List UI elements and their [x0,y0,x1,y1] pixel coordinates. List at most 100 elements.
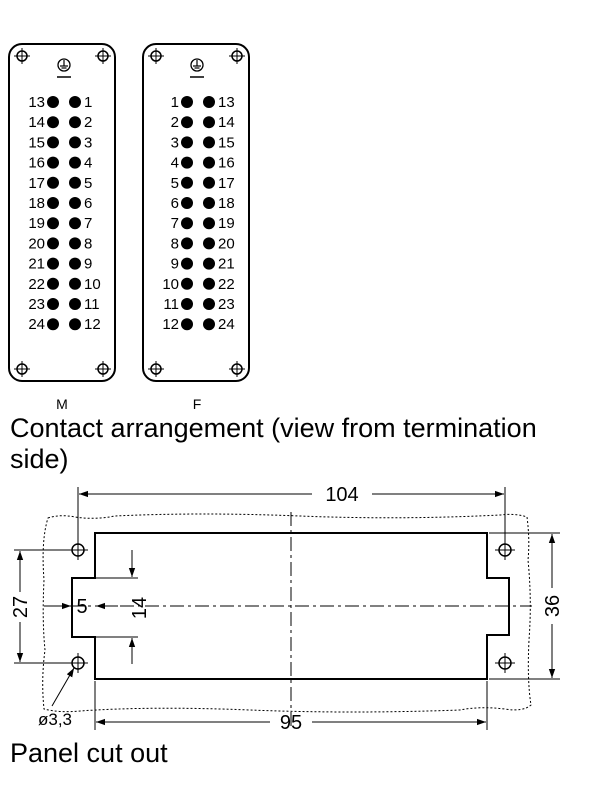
dimension-hole-diameter: ø3,3 [38,667,75,729]
contact-number: 13 [218,94,235,111]
contact-number: 10 [84,276,101,293]
dimension-label-14: 14 [129,597,151,619]
contact-arrangement-caption: Contact arrangement (view from terminati… [10,413,537,474]
contact-number: 1 [171,94,179,111]
contact-number: 24 [28,316,45,333]
contact-number: 8 [84,235,92,252]
contact-pin [181,176,193,189]
contact-number: 12 [84,316,101,333]
contact-pin [69,116,81,129]
contact-row: 23 11 [28,296,99,313]
contact-number: 4 [84,155,92,172]
mounting-hole-icon [148,361,164,377]
contact-pin [181,257,193,270]
contact-number: 11 [84,296,100,313]
contact-pin [181,277,193,290]
contact-pin [203,237,215,250]
male-label: M [56,396,68,412]
contact-row: 1 13 [171,94,235,111]
contact-pin [203,96,215,108]
contact-number: 8 [171,235,179,252]
dimension-notch-depth: 5 [44,596,118,618]
contact-row: 16 4 [28,155,92,172]
contact-row: 14 2 [28,114,92,131]
contact-number: 19 [28,215,45,232]
contact-pin [203,136,215,149]
dimension-label-104: 104 [325,484,358,506]
male-insert-outline [8,43,116,382]
female-label: F [193,396,202,412]
contact-pin [69,156,81,169]
contact-pin [69,277,81,290]
contact-pin [69,176,81,189]
contact-pin [181,298,193,310]
contact-pin [47,298,59,310]
contact-pin [181,156,193,169]
dimension-label-95: 95 [280,712,302,734]
contact-number: 5 [84,175,92,192]
female-insert-outline [142,43,250,382]
mounting-hole-icon [95,48,111,64]
mounting-hole-icon [14,361,30,377]
contact-pin [181,116,193,129]
contact-number: 18 [218,195,235,212]
contact-pin [203,156,215,169]
contact-pin [69,136,81,149]
contact-number: 20 [28,235,45,252]
mounting-hole-icon [495,540,515,560]
contact-number: 24 [218,316,235,333]
contact-pin [181,217,193,230]
contact-number: 16 [28,155,45,172]
contact-pin [69,217,81,230]
contact-row: 20 8 [28,235,92,252]
contact-pin [181,96,193,108]
dimension-overall-width: 104 [77,484,506,542]
dimension-label-36: 36 [542,595,564,617]
contact-number: 22 [218,276,235,293]
mounting-hole-icon [229,361,245,377]
contact-pin [181,318,193,331]
contact-row: 19 7 [28,215,92,232]
dimension-notch-height: 14 [96,550,151,664]
contact-number: 9 [171,256,179,273]
contact-pin [47,96,59,108]
contact-number: 2 [84,114,92,131]
contact-number: 1 [84,94,92,111]
contact-pin [203,318,215,331]
contact-number: 7 [171,215,179,232]
mounting-hole-icon [148,48,164,64]
panel-cutout-caption: Panel cut out [10,738,168,768]
contact-number: 14 [28,114,45,131]
contact-number: 3 [171,134,179,151]
contact-pin [69,298,81,310]
contact-row: 24 12 [28,316,100,333]
dimension-label-5: 5 [76,596,87,618]
contact-number: 22 [28,276,45,293]
dimension-label-hole: ø3,3 [38,710,72,729]
contact-pin [47,257,59,270]
contact-pin [69,96,81,108]
contact-number: 3 [84,134,92,151]
contact-pin [203,217,215,230]
contact-number: 7 [84,215,92,232]
contact-pin [203,298,215,310]
contact-pin [69,197,81,209]
dimension-height-left: 27 [10,549,72,664]
mounting-hole-icon [495,653,515,673]
contact-pin [69,318,81,331]
dimension-inner-width: 95 [94,681,488,734]
contact-number: 2 [171,114,179,131]
contact-pin [47,318,59,331]
contact-number: 15 [28,134,45,151]
contact-row: 15 3 [28,134,92,151]
mounting-hole-icon [14,48,30,64]
contact-number: 23 [28,296,45,313]
panel-cutout-drawing: 104 95 36 27 5 [10,484,564,734]
